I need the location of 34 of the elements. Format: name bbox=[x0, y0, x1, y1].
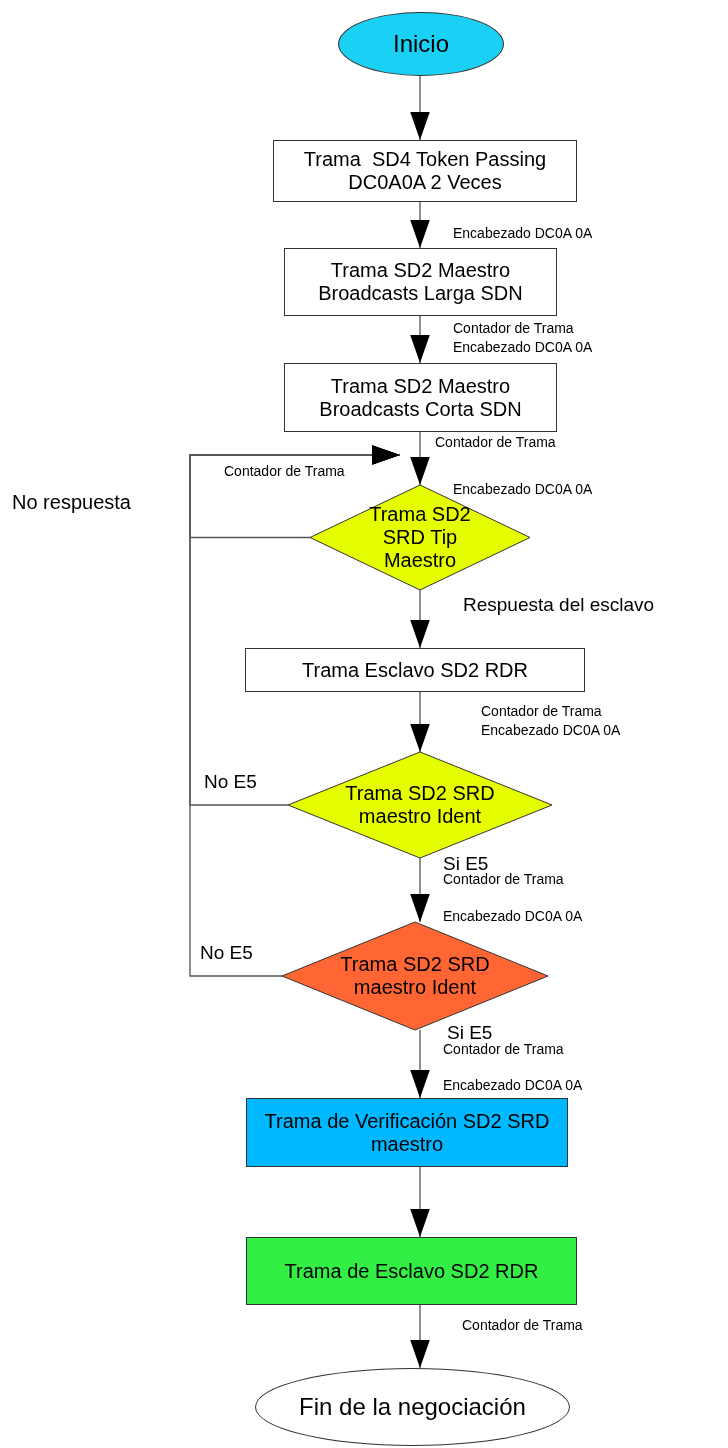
decision-diamond bbox=[310, 485, 530, 590]
node-text: Trama de Verificación SD2 SRD maestro bbox=[263, 1109, 551, 1156]
arrow bbox=[410, 201, 430, 249]
process-box bbox=[245, 648, 585, 692]
arrow bbox=[410, 315, 430, 364]
arrow bbox=[410, 1166, 430, 1238]
arrow bbox=[410, 691, 430, 753]
note-text: Encabezado DC0A 0A bbox=[443, 1077, 583, 1093]
node-text: Trama SD2 SRD maestro Ident bbox=[344, 782, 496, 828]
arrow bbox=[410, 1029, 430, 1099]
node-text: Trama SD4 Token Passing DC0A0A 2 Veces bbox=[302, 148, 548, 194]
node-text: Trama SD2 Maestro Broadcasts Corta SDN bbox=[318, 374, 523, 421]
node-text: Trama de Esclavo SD2 RDR bbox=[284, 1259, 539, 1283]
node-text: Trama SD2 Maestro Broadcasts Larga SDN bbox=[317, 259, 524, 305]
decision-diamond bbox=[288, 752, 552, 858]
node-text: Trama SD2 SRD Tip Maestro bbox=[368, 503, 472, 572]
arrow bbox=[410, 589, 430, 649]
node-text: Fin de la negociación bbox=[299, 1393, 526, 1421]
node-text: Inicio bbox=[393, 30, 449, 58]
process-box bbox=[284, 363, 557, 432]
note-text: Contador de Trama bbox=[224, 463, 345, 479]
process-box bbox=[273, 140, 577, 202]
process-box bbox=[246, 1237, 577, 1305]
process-box bbox=[246, 1098, 568, 1167]
arrow bbox=[410, 857, 430, 923]
arrow bbox=[189, 445, 401, 977]
node-text: Trama Esclavo SD2 RDR bbox=[302, 658, 528, 682]
arrow bbox=[410, 431, 430, 486]
process-box bbox=[284, 248, 557, 316]
node-text: Trama SD2 SRD maestro Ident bbox=[339, 953, 491, 999]
note-text: Encabezado DC0A 0A bbox=[443, 908, 583, 924]
note-text: Encabezado DC0A 0A bbox=[453, 481, 593, 497]
arrow bbox=[410, 1304, 430, 1369]
arrow bbox=[410, 75, 430, 141]
